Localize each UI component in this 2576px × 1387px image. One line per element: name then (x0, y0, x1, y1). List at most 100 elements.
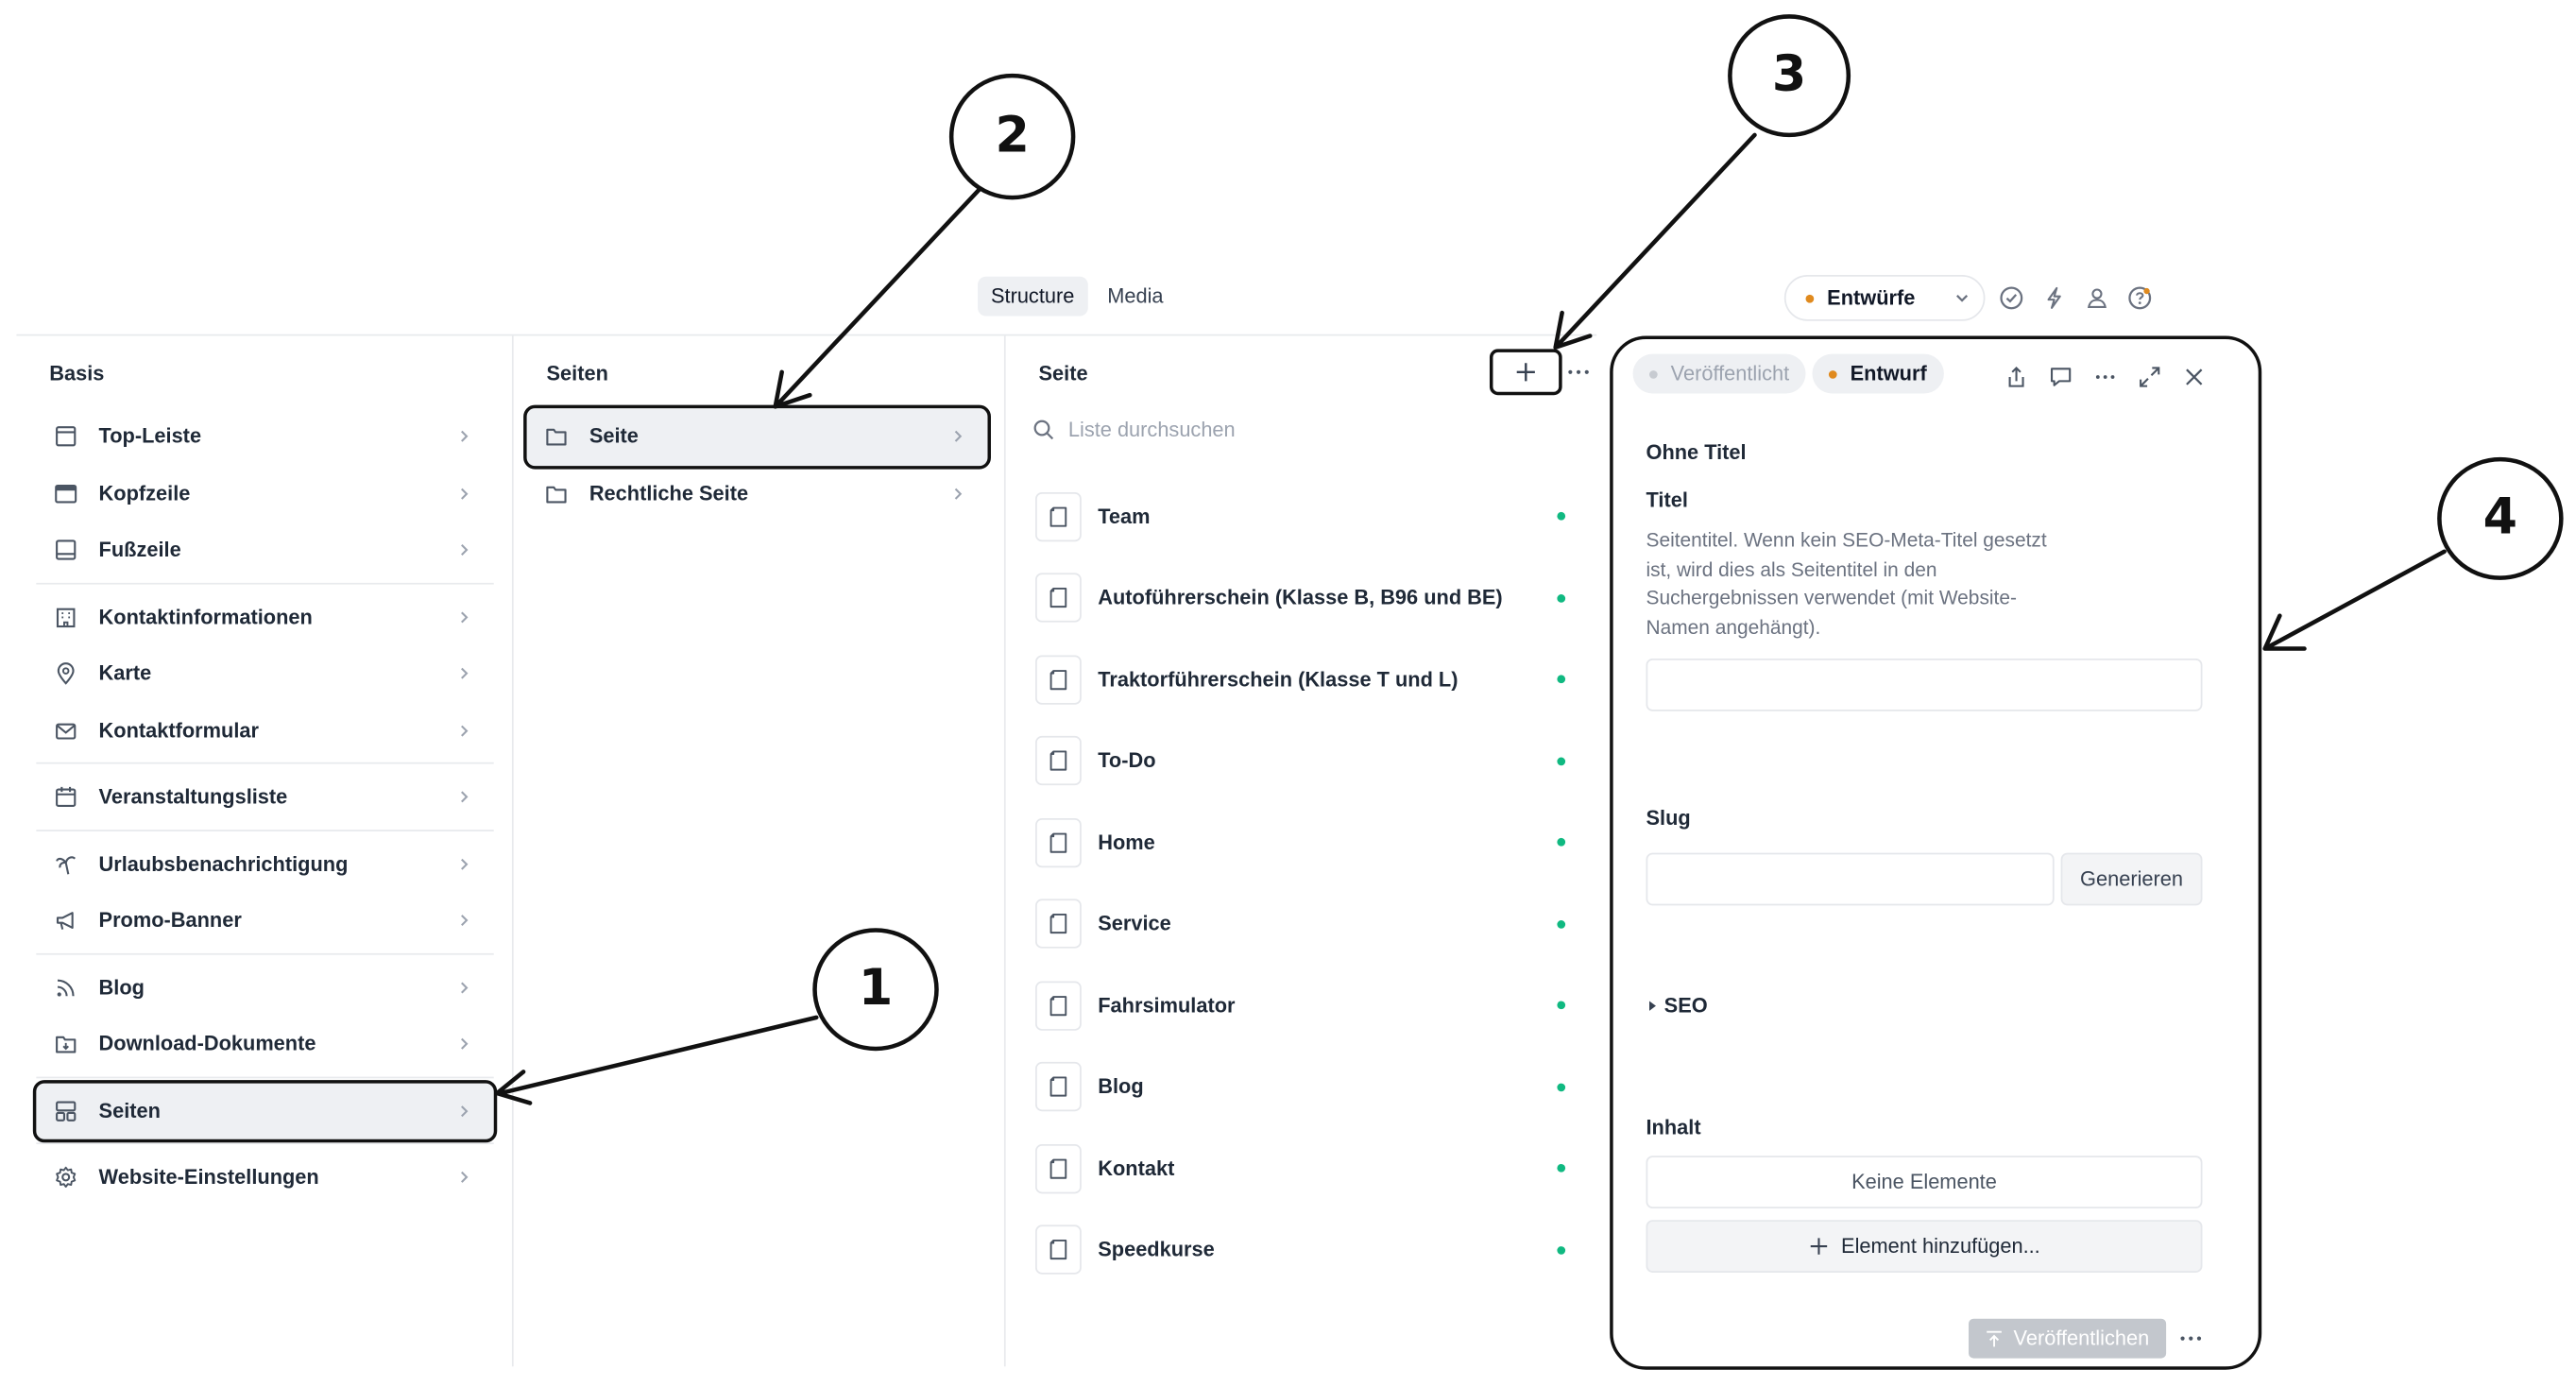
title-input[interactable] (1646, 659, 2203, 711)
nav-item-urlaubsbenachrichtigung[interactable]: Urlaubsbenachrichtigung (36, 835, 493, 892)
nav-item-blog[interactable]: Blog (36, 959, 493, 1016)
nav-item-label: Blog (98, 975, 145, 1000)
editor-toolbar (2000, 361, 2210, 394)
document-icon (1035, 655, 1082, 705)
title-description: Seitentitel. Wenn kein SEO-Meta-Titel ge… (1646, 528, 2047, 639)
folder-icon (543, 480, 570, 506)
map-pin-icon (53, 660, 79, 687)
chevron-right-icon (461, 915, 469, 927)
nav-item-fusszeile[interactable]: Fußzeile (36, 522, 493, 578)
nav-item-karte[interactable]: Karte (36, 645, 493, 702)
document-status-dot (1557, 1001, 1566, 1010)
folder-item-label: Seite (589, 425, 639, 449)
document-title: To-Do (1098, 749, 1156, 773)
document-title: Home (1098, 830, 1155, 854)
document-item[interactable]: Team (1035, 476, 1585, 557)
document-item[interactable]: Traktorführerschein (Klasse T und L) (1035, 639, 1585, 720)
no-elements-box: Keine Elemente (1646, 1156, 2203, 1208)
close-icon[interactable] (2177, 361, 2210, 394)
lightning-icon[interactable] (2038, 282, 2071, 315)
document-status-dot (1557, 919, 1566, 928)
users-icon[interactable] (2081, 282, 2114, 315)
annotation-arrow-3 (1553, 132, 1757, 350)
document-item[interactable]: Speedkurse (1035, 1209, 1585, 1291)
nav-item-promo-banner[interactable]: Promo-Banner (36, 892, 493, 949)
document-status-dot (1557, 675, 1566, 684)
add-element-button[interactable]: Element hinzufügen... (1646, 1220, 2203, 1273)
share-icon[interactable] (2000, 361, 2033, 394)
annotation-label-4: 4 (2482, 488, 2518, 547)
document-item[interactable]: Home (1035, 802, 1585, 883)
document-status-dot (1557, 756, 1566, 765)
chevron-right-icon (461, 791, 469, 803)
nav-item-download-dokumente[interactable]: Download-Dokumente (36, 1016, 493, 1072)
folder-item-rechtliche-seite[interactable]: Rechtliche Seite (527, 465, 988, 522)
document-title: Kontakt (1098, 1156, 1175, 1180)
chevron-right-icon (461, 724, 469, 736)
document-status-dot (1557, 1163, 1566, 1173)
comment-icon[interactable] (2044, 361, 2077, 394)
expand-icon[interactable] (2133, 361, 2166, 394)
help-circle-icon[interactable] (2124, 282, 2157, 315)
document-item[interactable]: Fahrsimulator (1035, 965, 1585, 1046)
nav-divider (36, 829, 494, 831)
seiten-folder-list: Seite Rechtliche Seite (523, 404, 991, 522)
nav-item-label: Download-Dokumente (98, 1032, 316, 1056)
chevron-right-icon (461, 1037, 469, 1050)
nav-item-label: Karte (98, 661, 152, 686)
content-label: Inhalt (1646, 1116, 1701, 1139)
nav-item-kontaktformular[interactable]: Kontaktformular (36, 702, 493, 759)
publish-button[interactable]: Veröffentlichen (1969, 1318, 2167, 1359)
published-dot (1648, 369, 1658, 378)
nav-item-seiten[interactable]: Seiten (32, 1079, 498, 1143)
nav-item-veranstaltungsliste[interactable]: Veranstaltungsliste (36, 769, 493, 826)
plus-icon (1516, 363, 1535, 382)
more-icon[interactable] (2089, 361, 2122, 394)
document-item[interactable]: Kontakt (1035, 1128, 1585, 1209)
nav-item-label: Kontaktformular (98, 719, 259, 743)
tab-structure[interactable]: Structure (978, 276, 1088, 317)
folder-item-seite[interactable]: Seite (523, 404, 991, 469)
status-draft-pill[interactable]: Entwurf (1812, 353, 1944, 394)
slug-input[interactable] (1646, 852, 2055, 906)
document-item[interactable]: Autoführerschein (Klasse B, B96 und BE) (1035, 557, 1585, 639)
search-placeholder: Liste durchsuchen (1067, 418, 1236, 441)
document-item[interactable]: To-Do (1035, 720, 1585, 801)
drafts-label: Entwürfe (1827, 286, 1916, 310)
draft-status-dot (1805, 294, 1815, 302)
nav-item-kontaktinformationen[interactable]: Kontaktinformationen (36, 589, 493, 645)
document-title: Blog (1098, 1075, 1144, 1099)
chevron-right-icon (461, 544, 469, 556)
folder-download-icon (53, 1031, 79, 1057)
draft-label: Entwurf (1850, 362, 1927, 385)
check-circle-icon[interactable] (1995, 282, 2028, 315)
building-icon (53, 604, 79, 630)
nav-item-website-einstellungen[interactable]: Website-Einstellungen (36, 1149, 493, 1206)
chevron-down-icon (1956, 294, 1969, 302)
chevron-right-icon (461, 981, 469, 993)
nav-divider (36, 952, 494, 954)
publish-more-icon[interactable] (2177, 1326, 2204, 1352)
nav-item-top-leiste[interactable]: Top-Leiste (36, 408, 493, 465)
document-title: Service (1098, 912, 1171, 936)
add-document-button[interactable] (1489, 349, 1562, 396)
nav-item-kopfzeile[interactable]: Kopfzeile (36, 465, 493, 522)
publish-label: Veröffentlichen (2013, 1327, 2150, 1350)
generate-slug-button[interactable]: Generieren (2060, 852, 2203, 906)
document-icon (1035, 981, 1082, 1031)
list-search[interactable]: Liste durchsuchen (1032, 419, 1236, 441)
seo-label: SEO (1663, 994, 1708, 1018)
seo-toggle[interactable]: SEO (1646, 994, 1708, 1018)
chevron-right-icon (461, 667, 469, 679)
seiten-pane: Seiten Seite Rechtliche Seite (511, 335, 1006, 1367)
tab-media[interactable]: Media (1107, 284, 1164, 308)
document-status-dot (1557, 593, 1566, 602)
drafts-dropdown[interactable]: Entwürfe (1783, 274, 1986, 321)
document-item[interactable]: Blog (1035, 1046, 1585, 1127)
nav-divider (36, 762, 494, 764)
document-item[interactable]: Service (1035, 883, 1585, 965)
status-published-pill[interactable]: Veröffentlicht (1632, 353, 1806, 394)
more-options-icon[interactable] (1565, 359, 1592, 385)
published-label: Veröffentlicht (1670, 362, 1790, 385)
